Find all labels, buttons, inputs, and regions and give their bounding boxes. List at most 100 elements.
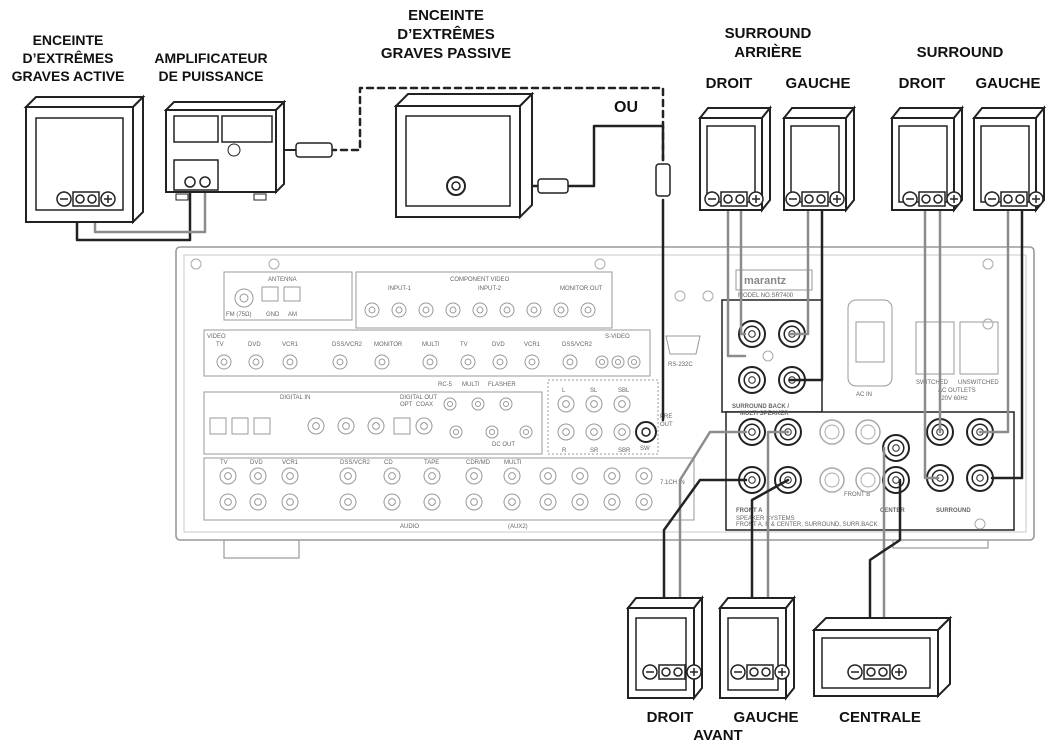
sw-label: SW bbox=[640, 446, 650, 452]
dc-out-jack bbox=[519, 425, 533, 439]
input2-label: INPUT-2 bbox=[478, 286, 502, 292]
video-jack bbox=[332, 354, 348, 370]
video-input-label: TV bbox=[460, 342, 468, 348]
audio-jack bbox=[219, 467, 237, 485]
audio-jack bbox=[635, 493, 653, 511]
audio-jack bbox=[339, 493, 357, 511]
audio-input-label: DVD bbox=[250, 460, 263, 466]
digital-out-coax: COAX bbox=[416, 402, 433, 408]
power-amplifier bbox=[163, 99, 333, 201]
audio-label: AUDIO bbox=[400, 524, 419, 530]
surround-left-terminal-block bbox=[984, 191, 1044, 207]
front-right-label: DROIT bbox=[647, 709, 694, 726]
control-jack bbox=[499, 397, 513, 411]
surround-left-label: GAUCHE bbox=[975, 75, 1040, 92]
audio-input-label: CDR/MD bbox=[466, 460, 491, 466]
audio-jack bbox=[423, 493, 441, 511]
7-1ch-label: 7.1CH IN bbox=[660, 480, 685, 486]
audio-jack bbox=[249, 493, 267, 511]
pre-out-channel-label: SR bbox=[590, 448, 599, 454]
rc5-label: RC-5 bbox=[438, 382, 453, 388]
component-jack bbox=[526, 302, 542, 318]
control-jack bbox=[443, 397, 457, 411]
optical-out-jack bbox=[393, 417, 411, 435]
pre-out-jack bbox=[557, 423, 575, 441]
audio-jack bbox=[603, 467, 621, 485]
surround-right-label: DROIT bbox=[899, 75, 946, 92]
component-video-label: COMPONENT VIDEO bbox=[450, 277, 510, 283]
surround-back-label-1: SURROUND bbox=[725, 25, 812, 42]
receiver-rear-panel: ANTENNA FM (75Ω) GND AM COMPONENT VIDEO … bbox=[175, 246, 1035, 559]
or-label: OU bbox=[614, 99, 638, 116]
video-jack bbox=[460, 354, 476, 370]
center-plus-terminal bbox=[882, 434, 910, 462]
audio-jack bbox=[281, 467, 299, 485]
front-left-label: GAUCHE bbox=[733, 709, 798, 726]
video-input-label: TV bbox=[216, 342, 224, 348]
passive-sub-label-2: D’EXTRÊMES bbox=[397, 25, 495, 43]
video-jack bbox=[422, 354, 438, 370]
coax-out-jack bbox=[415, 417, 433, 435]
power-amp-label-1: AMPLIFICATEUR bbox=[154, 50, 267, 66]
audio-jack bbox=[249, 467, 267, 485]
audio-jack bbox=[503, 467, 521, 485]
optical-jack bbox=[209, 417, 227, 435]
out-label: OUT bbox=[660, 422, 673, 428]
surround-label: SURROUND bbox=[917, 44, 1004, 61]
center-speaker bbox=[811, 615, 953, 699]
passive-sub-label-3: GRAVES PASSIVE bbox=[381, 45, 511, 62]
dc-out-jack bbox=[449, 425, 463, 439]
front-left-terminal-block bbox=[730, 664, 790, 680]
video-jack bbox=[282, 354, 298, 370]
component-jack bbox=[391, 302, 407, 318]
front-b-terminal bbox=[855, 419, 881, 445]
active-sub-label-2: D’EXTRÊMES bbox=[22, 49, 113, 66]
video-input-label: DSS/VCR2 bbox=[332, 342, 363, 348]
video-input-label: DVD bbox=[492, 342, 505, 348]
surround-back-left-label: GAUCHE bbox=[785, 75, 850, 92]
antenna-label: ANTENNA bbox=[268, 277, 297, 283]
audio-jack bbox=[503, 493, 521, 511]
audio-jack bbox=[465, 467, 483, 485]
switched-label: SWITCHED bbox=[916, 380, 949, 386]
pre-label: PRE bbox=[660, 414, 672, 420]
active-sub-terminal-block bbox=[56, 191, 116, 207]
am-label: AM bbox=[288, 312, 297, 318]
brand-logo: marantz bbox=[744, 275, 787, 287]
dc-out-jack bbox=[485, 425, 499, 439]
audio-jack bbox=[465, 493, 483, 511]
audio-jack bbox=[383, 467, 401, 485]
audio-input-label: VCR1 bbox=[282, 460, 299, 466]
front-left-speaker bbox=[717, 595, 797, 701]
front-b-terminal bbox=[819, 419, 845, 445]
video-label: VIDEO bbox=[207, 334, 226, 340]
s-video-jack bbox=[627, 355, 641, 369]
speaker-systems-0: SPEAKER SYSTEMS bbox=[736, 516, 795, 522]
component-jack bbox=[445, 302, 461, 318]
digital-in-label: DIGITAL IN bbox=[280, 395, 310, 401]
center-terminal-block bbox=[847, 664, 907, 680]
s-video-label: S-VIDEO bbox=[605, 334, 630, 340]
video-input-label: MONITOR bbox=[374, 342, 403, 348]
audio-jack bbox=[635, 467, 653, 485]
optical-jack bbox=[231, 417, 249, 435]
video-jack bbox=[374, 354, 390, 370]
audio-jack bbox=[571, 493, 589, 511]
digital-out-label: DIGITAL OUT bbox=[400, 395, 437, 401]
video-jack bbox=[216, 354, 232, 370]
model-label: MODEL NO.SR7400 bbox=[738, 293, 794, 299]
screw bbox=[190, 258, 202, 270]
front-a-label: FRONT A bbox=[736, 508, 763, 514]
front-b-terminal bbox=[855, 467, 881, 493]
pre-out-jack bbox=[613, 423, 631, 441]
s-video-jack bbox=[611, 355, 625, 369]
audio-jack bbox=[539, 493, 557, 511]
pre-out-channel-label: SBL bbox=[618, 388, 630, 394]
audio-input-label: CD bbox=[384, 460, 393, 466]
optical-jack bbox=[253, 417, 271, 435]
input1-label: INPUT-1 bbox=[388, 286, 412, 292]
audio-jack bbox=[603, 493, 621, 511]
ac-in-label: AC IN bbox=[856, 392, 872, 398]
control-jack bbox=[471, 397, 485, 411]
